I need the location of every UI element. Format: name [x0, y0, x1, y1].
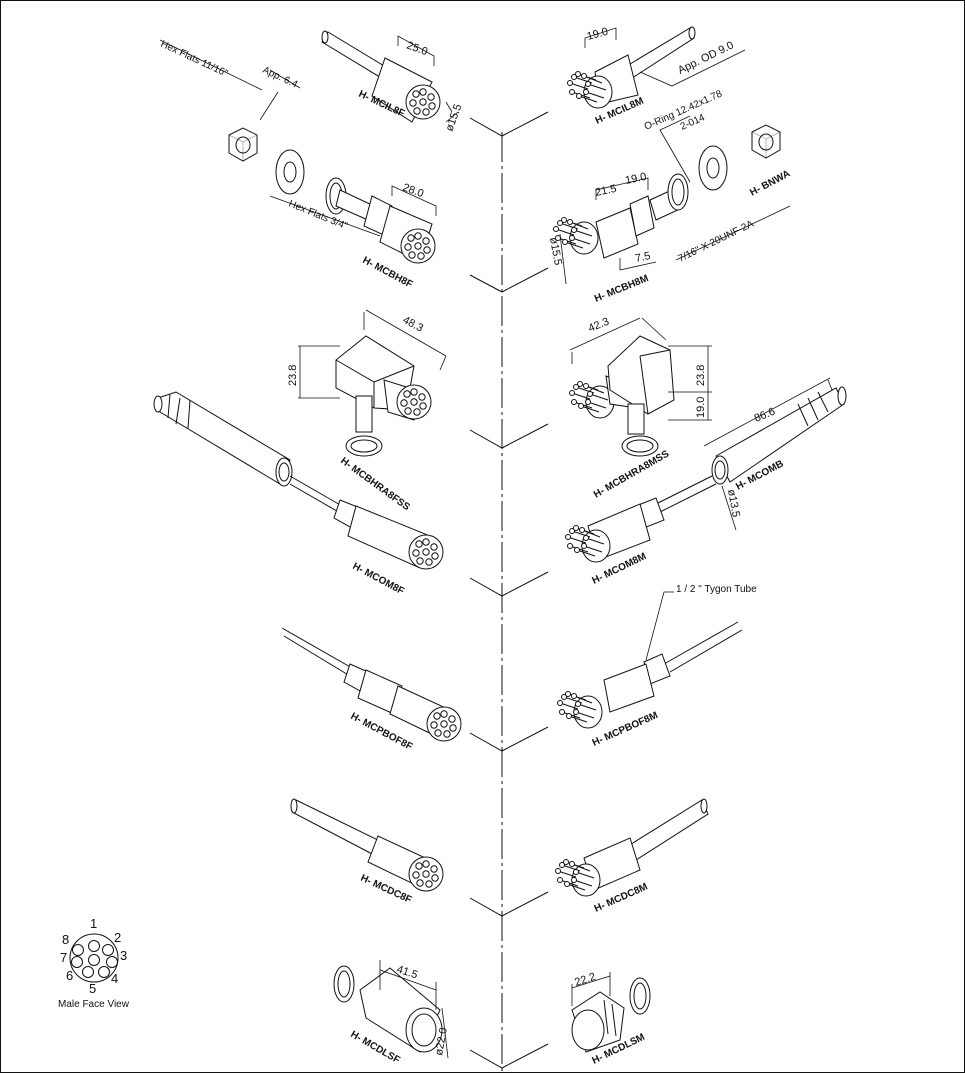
- mcbhra8mss-connector: [569, 317, 712, 457]
- mcil8f-diameter-dim: ø15.5: [444, 102, 465, 133]
- mcbh8f-length-dim: 28.0: [401, 182, 425, 201]
- mcbh8m-diameter-dim: ø15.5: [547, 236, 564, 266]
- mcbhra8fss-connector: [298, 309, 447, 457]
- ra-f-height-dim: 23.8: [287, 365, 299, 386]
- mcbh8m-label: H- MCBH8M: [593, 273, 650, 305]
- mcbh8f-label: H- MCBH8F: [361, 255, 415, 291]
- ra-m-length-dim: 42.3: [587, 316, 611, 335]
- mcbh8f-connector: [269, 177, 437, 264]
- cable-od-dim: App. OD 9.0: [676, 39, 736, 76]
- mcomb-length-dim: 86.6: [753, 406, 777, 425]
- pin-8: 8: [62, 932, 69, 947]
- mcom8f-connector: [289, 475, 444, 570]
- mcdlsm-length-dim: 22.2: [573, 971, 597, 989]
- mcdlsf-diameter-dim: ø22.0: [433, 1027, 450, 1057]
- pin-7: 7: [60, 950, 67, 965]
- hex-flats-nut-note: Hex Flats 11/16": [159, 39, 230, 80]
- bnwa-label: H- BNWA: [748, 168, 792, 198]
- mcil8f-length-dim: 25.0: [405, 40, 429, 59]
- male-face-view-caption: Male Face View: [58, 999, 130, 1010]
- pin-5: 5: [89, 981, 96, 996]
- tygon-tube-note: 1 / 2 " Tygon Tube: [676, 584, 757, 595]
- mcil8m-connector: [567, 26, 746, 109]
- mcomb-diameter-dim: ø13.5: [725, 488, 742, 518]
- mcpbof8m-connector: [557, 591, 743, 729]
- hex-app-note: App. 6.4: [261, 65, 300, 91]
- washer-right: [698, 145, 728, 191]
- mcbh8m-dim-a: 21.5: [594, 183, 617, 199]
- pin-3: 3: [120, 948, 127, 963]
- pin-4: 4: [111, 971, 118, 986]
- ra-m-height-dim: 23.8: [695, 365, 707, 386]
- mcdlsm-oring: [629, 977, 651, 1015]
- hex-nut-right: [751, 124, 781, 159]
- mcbh8m-connector: [553, 115, 791, 285]
- pin-1: 1: [90, 916, 97, 931]
- washer-left: [275, 149, 305, 195]
- male-face-view: [69, 933, 119, 983]
- center-axis: [469, 111, 549, 1073]
- mcomb-boot-right: [703, 377, 847, 531]
- mcdlsm-sleeve: [571, 972, 625, 1053]
- mcil8m-length-dim: 19.0: [586, 26, 610, 43]
- mcbhra8mss-label: H- MCBHRA8MSS: [592, 448, 671, 500]
- mcom8m-connector: [565, 475, 717, 563]
- hex-nut-left: [159, 39, 301, 162]
- pin-2: 2: [114, 930, 121, 945]
- pin-6: 6: [66, 968, 73, 983]
- mcdc8f-connector: [290, 798, 444, 892]
- ra-m-stem-dim: 19.0: [695, 397, 707, 418]
- mcil8f-connector: [321, 30, 459, 123]
- thread-note: 7/16" X 20UNF-2A: [676, 219, 755, 265]
- mcom8f-label: H- MCOM8F: [351, 561, 406, 597]
- mcdlsf-oring: [333, 965, 355, 1003]
- mcdc8m-connector: [555, 798, 709, 897]
- mcomb-boot-left: [153, 391, 293, 487]
- mcdlsf-sleeve: [359, 960, 449, 1059]
- mcbh8m-dim-c: 7.5: [634, 250, 651, 265]
- mcbh8m-dim-b: 19.0: [624, 171, 647, 187]
- mcpbof8f-connector: [281, 627, 462, 742]
